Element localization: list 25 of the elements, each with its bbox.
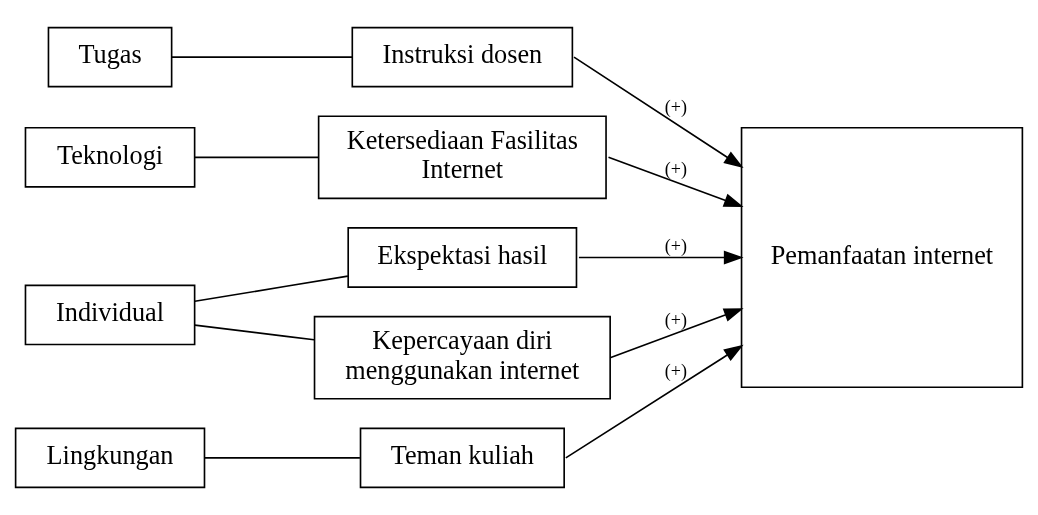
node-box: Ketersediaan Fasilitas Internet [317, 115, 607, 200]
node-box: Individual [24, 284, 196, 346]
node-box: Teman kuliah [359, 427, 565, 489]
node-box: Tugas [47, 26, 173, 88]
node-box: Kepercayaan diri menggunakan internet [313, 315, 611, 400]
arrow [573, 56, 744, 169]
connector [203, 457, 361, 459]
arrow [578, 250, 744, 265]
edge-label: (+) [664, 96, 687, 117]
edge-label: (+) [664, 310, 687, 331]
node-box: Teknologi [24, 126, 196, 188]
arrow [609, 308, 744, 359]
node-box: Ekspektasi hasil [347, 227, 578, 288]
connector [194, 156, 319, 159]
arrow [565, 344, 744, 459]
edge-label: (+) [664, 236, 687, 257]
connector [194, 324, 315, 341]
node-box: Lingkungan [14, 427, 206, 489]
connector [170, 56, 353, 58]
node-box: Instruksi dosen [351, 26, 574, 88]
node-box: Pemanfaatan internet [740, 126, 1024, 389]
edge-label: (+) [664, 361, 687, 382]
connector [194, 275, 349, 303]
arrow [607, 156, 744, 208]
edge-label: (+) [664, 159, 687, 180]
